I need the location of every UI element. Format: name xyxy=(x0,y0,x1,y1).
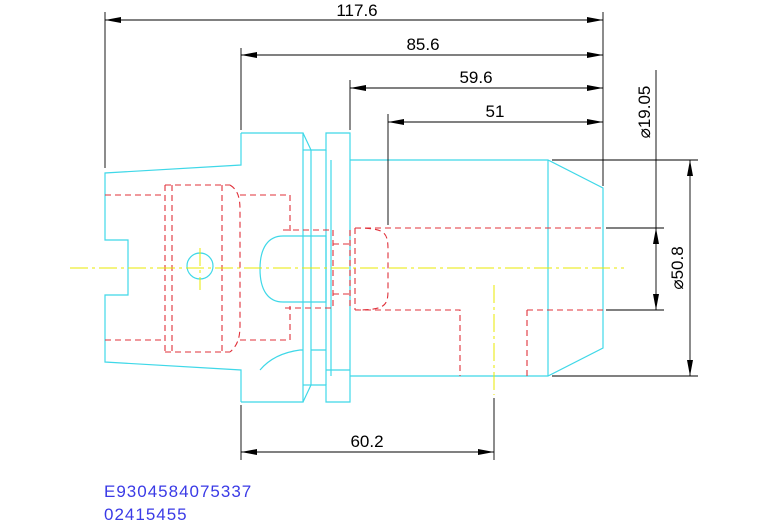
arrow-85-6-right xyxy=(587,52,603,58)
arrow-60-2-right xyxy=(478,449,494,455)
main-bore xyxy=(355,227,603,376)
bore-bottom xyxy=(354,227,389,311)
pull-stud xyxy=(259,235,327,303)
drive-slot xyxy=(259,349,303,371)
dim-label-bore: ⌀19.05 xyxy=(635,86,654,139)
arrow-od-bottom xyxy=(687,360,693,376)
dim-label-60-2: 60.2 xyxy=(350,432,383,451)
arrow-51-right xyxy=(587,119,603,125)
arrow-bore-bottom xyxy=(653,294,659,310)
center-lines xyxy=(70,248,624,395)
dim-label-85-6: 85.6 xyxy=(406,35,439,54)
arrow-od-top xyxy=(687,160,693,176)
dim-label-od: ⌀50.8 xyxy=(668,246,687,289)
flange-ring xyxy=(311,132,351,403)
shank-to-flange xyxy=(240,194,291,341)
code-line-1: E9304584075337 xyxy=(104,482,252,501)
hidden-lines xyxy=(105,184,603,376)
shank-bore xyxy=(105,184,230,353)
arrow-bore-top xyxy=(653,228,659,244)
arrow-117-6-right xyxy=(587,17,603,23)
dim-label-117-6: 117.6 xyxy=(336,1,377,20)
dimensions: 117.6 85.6 59.6 51 60.2 ⌀50.8 ⌀19.05 xyxy=(104,1,698,460)
arrow-85-6-left xyxy=(241,52,257,58)
arrow-51-left xyxy=(388,119,404,125)
arrow-59-6-left xyxy=(350,85,366,91)
drive-slot-2 xyxy=(311,349,350,371)
arrow-60-2-left xyxy=(241,449,257,455)
arrow-117-6-left xyxy=(105,17,121,23)
dim-label-59-6: 59.6 xyxy=(459,68,492,87)
arrow-59-6-right xyxy=(587,85,603,91)
code-line-2: 02415455 xyxy=(104,505,188,523)
dim-label-51: 51 xyxy=(486,102,505,121)
stud-socket xyxy=(283,229,334,309)
